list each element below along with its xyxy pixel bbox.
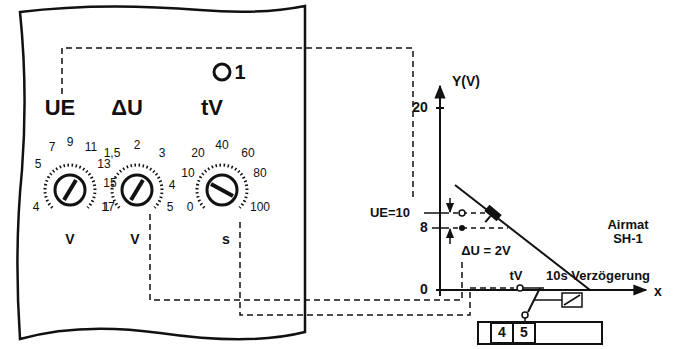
scale-number: 20 — [191, 147, 204, 160]
dashed-link — [62, 48, 413, 200]
sensor-symbol — [479, 205, 502, 228]
relay-coil — [562, 293, 582, 307]
scale-number: 60 — [241, 147, 254, 160]
contact-point — [517, 285, 523, 291]
callout-number: 1 — [234, 61, 245, 83]
scale-number: 100 — [250, 201, 270, 214]
scale-number: 0 — [187, 201, 194, 214]
dimension-arrow — [449, 198, 451, 212]
scale-number: 4 — [169, 179, 176, 192]
scale-number: 1 — [103, 201, 110, 214]
device-name: Airmat SH-1 — [596, 218, 660, 247]
actuator-link — [534, 299, 562, 301]
scale-number: 40 — [215, 139, 228, 152]
level-point — [459, 210, 465, 216]
knob-label: UE — [45, 96, 76, 120]
knob-scale — [112, 165, 162, 208]
terminal-cell: 5 — [512, 322, 536, 344]
unit-label: V — [65, 232, 74, 247]
annotation: tV — [510, 269, 523, 283]
level-line — [444, 227, 508, 229]
knob-scale — [45, 165, 95, 208]
terminal-number: 4 — [498, 325, 506, 340]
terminal-number: 5 — [520, 325, 528, 340]
scale-number: 3 — [159, 147, 166, 160]
axis-value: 20 — [412, 100, 428, 115]
tick — [432, 227, 444, 229]
knob-label: ΔU — [111, 96, 143, 120]
tick — [436, 107, 444, 109]
scale-number: 5 — [35, 158, 42, 171]
terminal-cell: 4 — [490, 322, 514, 344]
dashed-link — [240, 222, 514, 315]
level-point — [459, 225, 465, 231]
scale-number: 5 — [167, 201, 174, 214]
dashed-link — [150, 214, 462, 300]
scale-number: 80 — [253, 167, 266, 180]
contact-point — [522, 312, 528, 318]
scale-number: 15 — [103, 177, 116, 190]
terminal-strip — [478, 322, 602, 344]
indicator-lamp — [214, 64, 230, 80]
axis-value: 8 — [420, 220, 428, 235]
scale-number: 10 — [181, 167, 194, 180]
scale-number: 4 — [33, 201, 40, 214]
annotation: 10s Verzögerung — [546, 269, 650, 283]
axis-label: Y(V) — [452, 74, 480, 89]
x-axis — [436, 289, 646, 291]
scale-number: 9 — [67, 136, 74, 149]
knob-scale — [197, 165, 247, 208]
device-panel — [17, 6, 305, 339]
scale-number: 7 — [49, 141, 56, 154]
unit-label: V — [130, 232, 139, 247]
level-line — [444, 212, 488, 214]
knob-label: tV — [201, 96, 223, 120]
scale-number: 11 — [85, 141, 97, 154]
annotation: UE=10 — [370, 206, 410, 220]
scale-number: 1,5 — [104, 147, 121, 160]
axis-label: x — [654, 284, 662, 299]
axis-value: 0 — [420, 282, 428, 297]
annotation: ΔU = 2V — [461, 244, 510, 258]
tick — [424, 212, 444, 214]
rotary-knob — [207, 175, 237, 205]
rotary-knob — [122, 175, 152, 205]
rotary-knob — [55, 175, 85, 205]
dimension-arrow — [449, 229, 451, 244]
y-axis — [439, 86, 441, 296]
unit-label: s — [222, 232, 230, 247]
scale-number: 2 — [134, 139, 141, 152]
